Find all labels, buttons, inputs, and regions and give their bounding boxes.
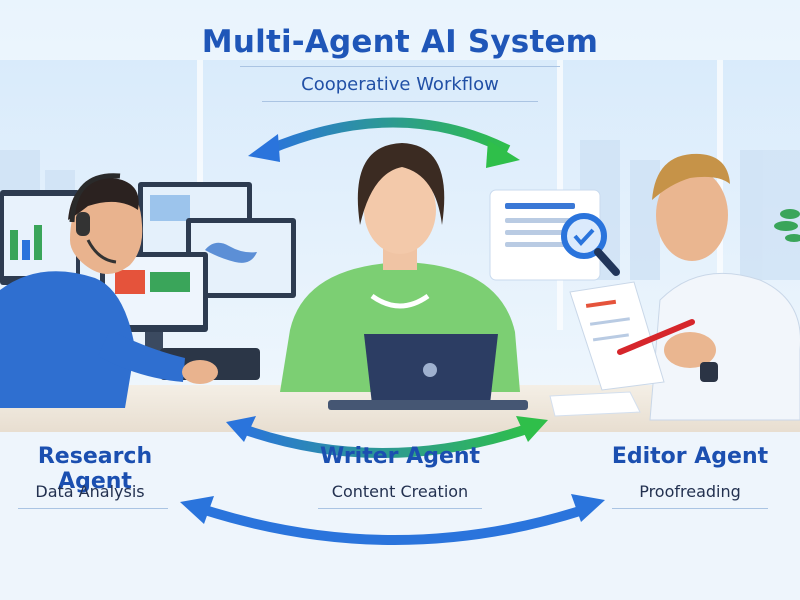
title-divider [240,66,560,67]
writer-role-underline [318,508,482,509]
writer-agent-name: Writer Agent [319,444,481,469]
headset-icon [69,173,121,264]
writer-agent-role: Content Creation [331,482,469,501]
editor-agent-name: Editor Agent [611,444,769,469]
paper-sheet [569,281,665,391]
laptop-icon [328,334,528,410]
research-role-underline [18,508,168,509]
monitor-cluster [0,182,296,364]
plant [774,209,800,242]
return-flow-arrow [180,494,605,545]
editor-role-underline [612,508,768,509]
research-agent-name: Research Agent [37,444,153,494]
subtitle-divider [262,101,538,102]
research-agent-figure [0,177,218,408]
middle-flow-arrow [226,416,548,458]
page-title: Multi-Agent AI System [201,24,599,60]
red-pen-icon [617,319,695,355]
cycle-arrow-icon [248,117,520,168]
magnifier-check-icon [561,213,620,276]
desk-papers [549,391,641,417]
floor-band [0,432,800,600]
research-agent-role: Data Analysis [35,482,145,501]
editor-agent-role: Proofreading [639,482,741,501]
document-review-graphic [489,189,601,281]
page-subtitle: Cooperative Workflow [301,74,499,95]
